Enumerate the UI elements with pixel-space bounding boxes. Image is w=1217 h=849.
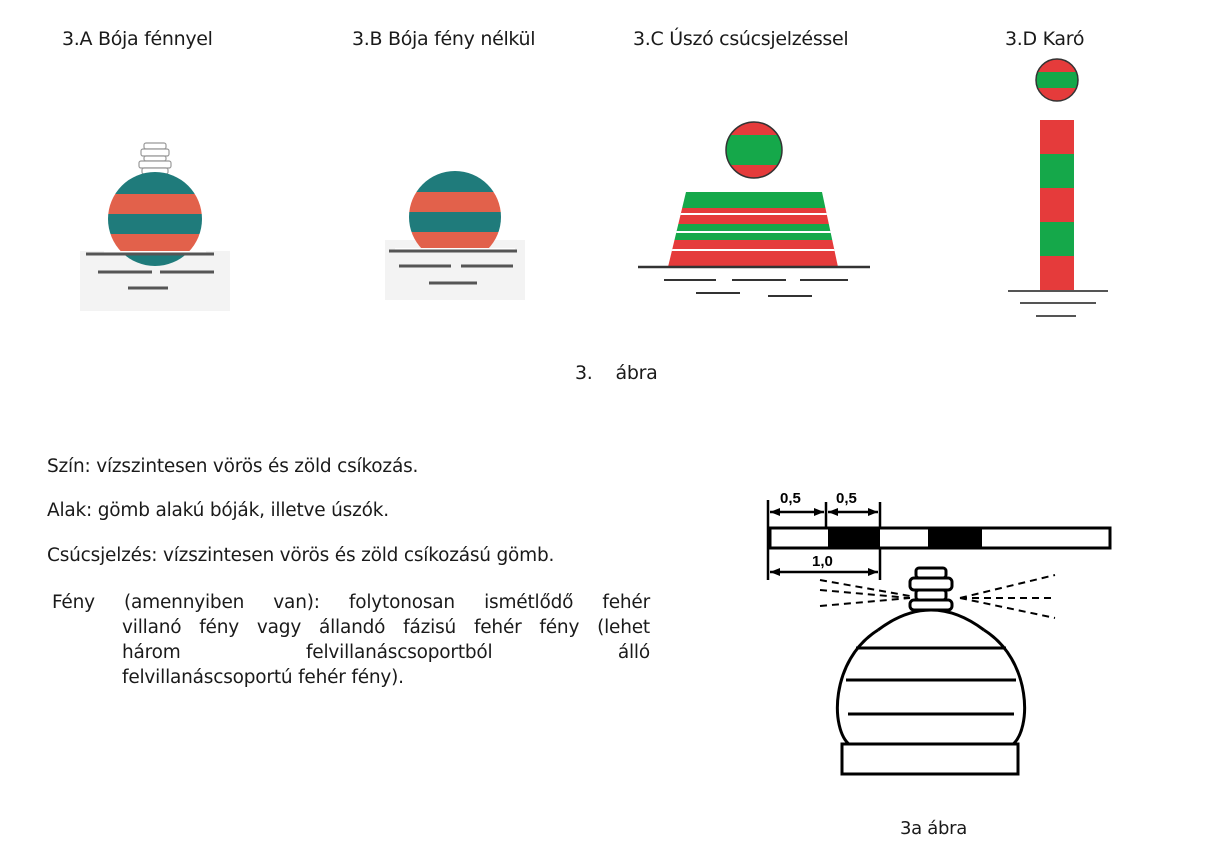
description-light: Fény (amennyiben van): folytonosan ismét… bbox=[52, 590, 650, 690]
description-light-line-4: felvillanáscsoportú fehér fény). bbox=[122, 667, 404, 688]
dimension-label-1: 0,5 bbox=[780, 490, 801, 507]
caption-3c-float-with-topmark: 3.C Úszó csúcsjelzéssel bbox=[633, 28, 849, 50]
figure-3-label: 3. ábra bbox=[575, 362, 658, 384]
description-shape: Alak: gömb alakú bóják, illetve úszók. bbox=[47, 500, 389, 521]
buoy-light-phase-diagram: 0,5 0,5 1,0 bbox=[766, 490, 1112, 776]
description-light-line-1: Fény (amennyiben van): folytonosan ismét… bbox=[52, 592, 650, 613]
buoy-with-light-illustration bbox=[80, 142, 230, 311]
caption-3a-buoy-with-light: 3.A Bója fénnyel bbox=[62, 28, 213, 50]
caption-3b-buoy-without-light: 3.B Bója fény nélkül bbox=[352, 28, 536, 50]
stake-illustration bbox=[1008, 58, 1108, 317]
figure-3a-label: 3a ábra bbox=[900, 818, 967, 839]
description-topmark: Csúcsjelzés: vízszintesen vörös és zöld … bbox=[47, 545, 555, 566]
description-light-line-2: villanó fény vagy állandó fázisú fehér f… bbox=[122, 617, 650, 638]
dimension-label-2: 0,5 bbox=[836, 490, 857, 507]
description-color: Szín: vízszintesen vörös és zöld csíkozá… bbox=[47, 456, 419, 477]
dimension-label-3: 1,0 bbox=[812, 553, 833, 570]
description-light-line-3: három felvillanáscsoportból álló bbox=[122, 642, 650, 663]
caption-3d-stake: 3.D Karó bbox=[1005, 28, 1085, 50]
buoy-without-light-illustration bbox=[385, 171, 525, 300]
float-with-topmark-illustration bbox=[638, 121, 870, 297]
